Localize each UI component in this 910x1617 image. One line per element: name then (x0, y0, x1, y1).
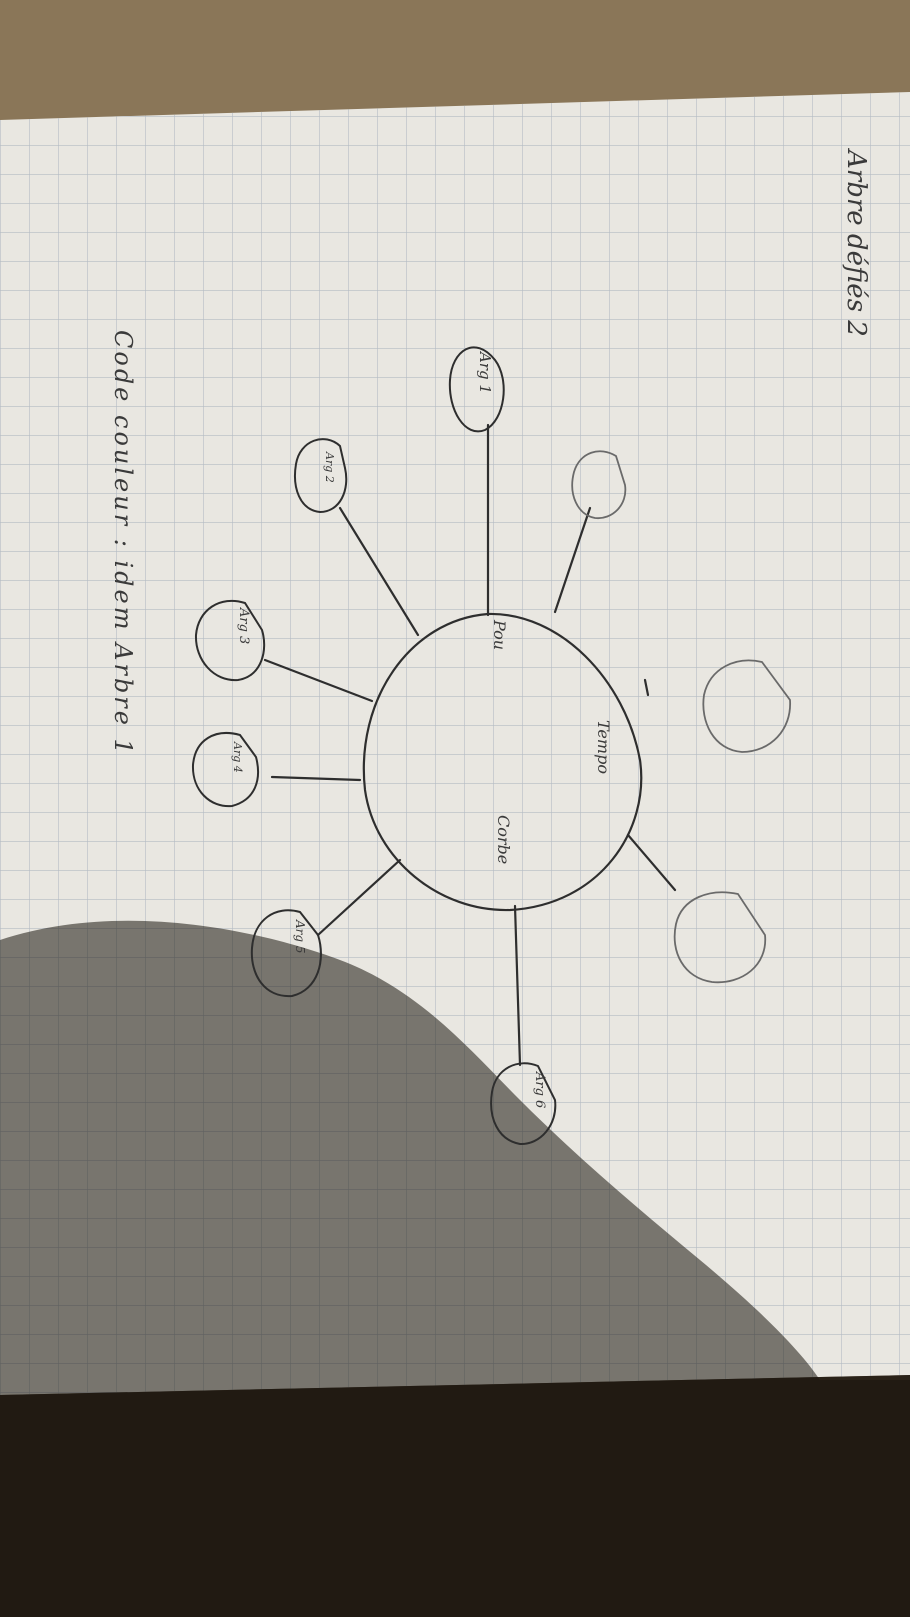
node-blank-c-circle (673, 891, 766, 984)
node-arg5-label: Arg 5 (293, 919, 307, 954)
center-label-pou: Pou (490, 619, 509, 650)
node-arg1-label: Arg 1 (476, 350, 494, 394)
connectors (263, 423, 677, 1067)
node-blank-b-circle (702, 659, 791, 753)
node-arg6-circle (490, 1062, 557, 1146)
node-arg6-label: Arg 6 (532, 1071, 547, 1108)
connector-blank-c (626, 833, 677, 892)
connector-arg5 (316, 858, 402, 937)
node-arg1-circle (448, 346, 505, 433)
connector-arg4 (270, 775, 362, 782)
node-arg3-circle (194, 599, 266, 682)
node-arg3-label: Arg 3 (236, 607, 251, 644)
center-label-corbe: Corbe (494, 815, 513, 864)
footer-note: Code couleur : idem Arbre 1 (109, 330, 137, 757)
connector-arg2 (338, 506, 420, 637)
node-arg4-circle (191, 732, 260, 808)
center-label-tempo: Tempo (594, 720, 613, 774)
node-blank-a-circle (571, 450, 627, 519)
connector-blank-a (553, 506, 592, 614)
node-arg4-label: Arg 4 (231, 741, 244, 773)
center-circle (362, 612, 643, 912)
connector-arg3 (263, 658, 374, 703)
node-arg2-label: Arg 2 (323, 451, 336, 483)
hand-shadow-dark (0, 1375, 910, 1617)
node-arg5-circle (250, 909, 322, 998)
connector-blank-b (643, 678, 650, 697)
connector-arg6 (513, 904, 522, 1067)
node-arg2-circle (294, 438, 348, 514)
diagram-title: Arbre défiés 2 (841, 148, 871, 337)
